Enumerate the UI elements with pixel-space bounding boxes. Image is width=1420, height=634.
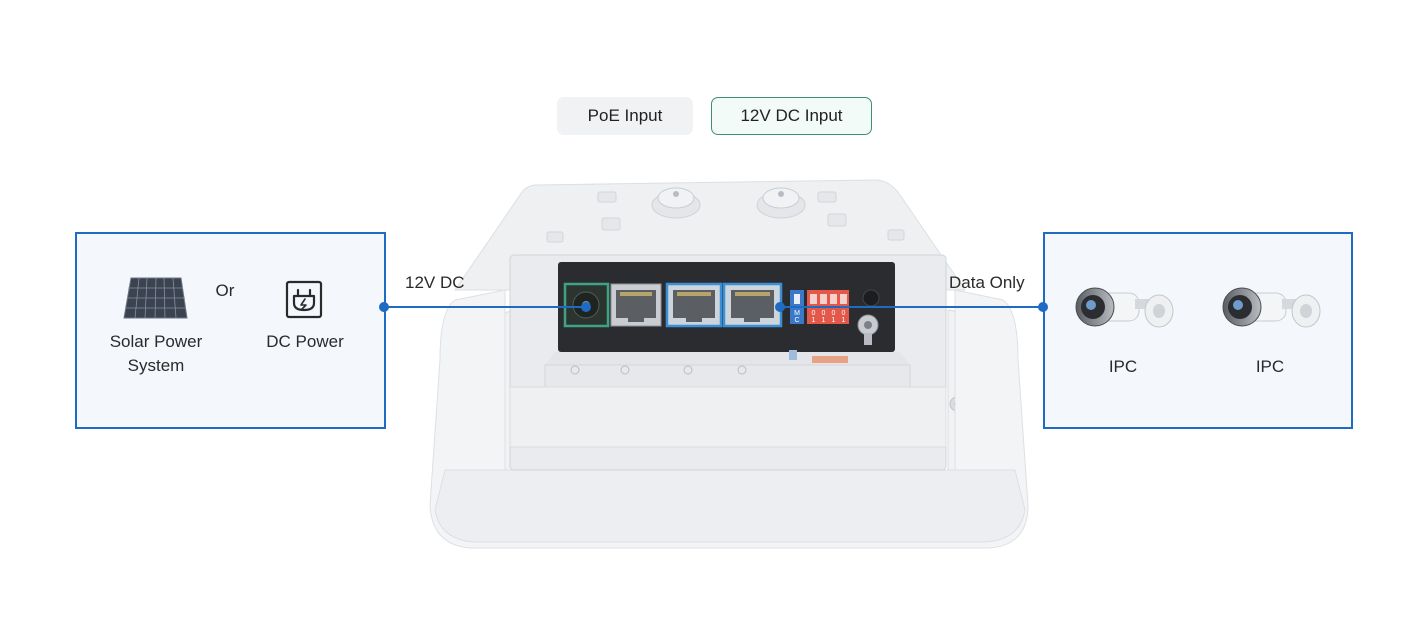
- connection-data-only: [775, 302, 1048, 312]
- connection-label-12v-dc: 12V DC: [405, 273, 465, 292]
- rj45-port: [722, 282, 783, 328]
- camera-panel: [1043, 232, 1353, 429]
- connection-label-data-only: Data Only: [949, 273, 1025, 292]
- power-source-panel: [75, 232, 386, 429]
- camera-label: IPC: [1108, 357, 1138, 376]
- dip-digit-label: 1: [812, 317, 816, 324]
- connection-12v-dc: [379, 302, 591, 312]
- dip-digit-label: 1: [822, 317, 826, 324]
- dip-digit-label: 0: [822, 310, 826, 317]
- mounting-boss: [756, 187, 806, 219]
- solar-panel-icon: [123, 277, 188, 319]
- tab-poe-input[interactable]: PoE Input: [557, 97, 693, 135]
- grounding-screw: [857, 314, 879, 345]
- dip-digit-label: 1: [842, 317, 846, 324]
- dip-digit-label: 1: [832, 317, 836, 324]
- dc-plug-icon: [285, 280, 323, 319]
- rj45-port: [665, 282, 723, 328]
- solar-power-label: Solar Power System: [98, 330, 214, 378]
- reset-button: [862, 289, 880, 307]
- bullet-camera-icon: [1222, 287, 1321, 328]
- solar-power-label-line2: System: [127, 356, 185, 375]
- tab-12v-dc-input[interactable]: 12V DC Input: [711, 97, 872, 135]
- dip-label-m: M: [794, 310, 800, 317]
- dc-power-label: DC Power: [266, 332, 344, 351]
- dip-digit-label: 0: [812, 310, 816, 317]
- mounting-boss: [651, 187, 701, 219]
- solar-power-label-line1: Solar Power: [109, 332, 203, 351]
- camera-label: IPC: [1255, 357, 1285, 376]
- dip-digit-label: 0: [832, 310, 836, 317]
- dip-label-c: C: [794, 317, 799, 324]
- rj45-port: [610, 283, 662, 327]
- bullet-camera-icon: [1075, 287, 1174, 328]
- dip-digit-label: 0: [842, 310, 846, 317]
- or-label: Or: [215, 281, 235, 300]
